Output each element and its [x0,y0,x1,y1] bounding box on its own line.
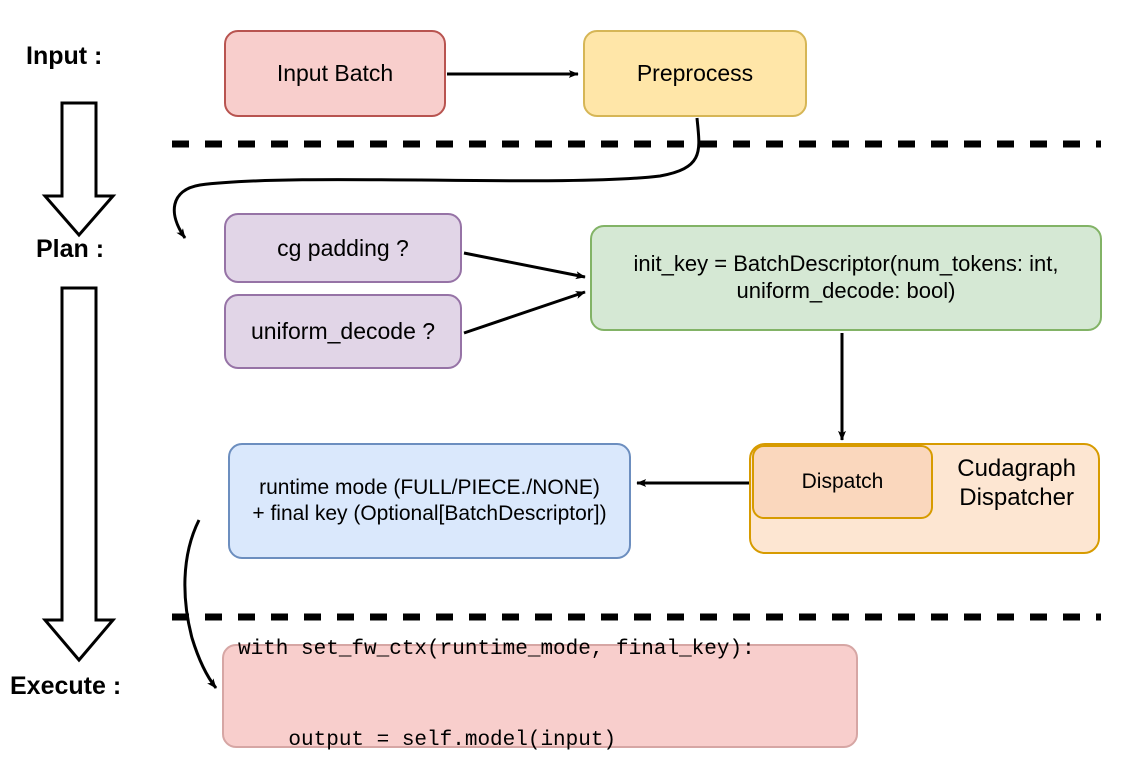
edge-cg-padding-to-init-key [463,251,586,280]
node-runtime-mode[interactable]: runtime mode (FULL/PIECE./NONE) + final … [228,443,631,559]
node-runtime-mode-line2: + final key (Optional[BatchDescriptor]) [252,502,607,525]
node-preprocess[interactable]: Preprocess [583,30,807,117]
node-exec-code-line2: output = self.model(input) [238,729,617,753]
node-exec-code-line1: with set_fw_ctx(runtime_mode, final_key)… [238,638,755,662]
node-input-batch-label: Input Batch [276,60,394,87]
node-cudagraph-dispatcher-line1: Cudagraph [957,455,1076,482]
node-input-batch[interactable]: Input Batch [224,30,446,117]
edge-runtime-mode-to-exec-code [183,519,218,689]
stage-label-execute: Execute : [10,672,122,700]
node-cudagraph-dispatcher-line2: Dispatcher [959,484,1074,512]
node-cg-padding-label: cg padding ? [277,234,409,261]
input-to-plan-arrow [41,101,117,238]
plan-to-execute-arrow [41,286,117,663]
stage-label-input: Input : [26,42,103,70]
node-cg-padding[interactable]: cg padding ? [224,213,462,283]
node-runtime-mode-line1: runtime mode (FULL/PIECE./NONE) [259,476,600,500]
stage-label-plan: Plan : [36,235,105,263]
edge-uniform-decode-to-init-key [463,290,586,335]
node-init-key-line1: init_key = BatchDescriptor(num_tokens: i… [633,251,1059,277]
node-preprocess-label: Preprocess [636,60,754,87]
node-dispatch-label: Dispatch [801,470,884,494]
node-init-key-line2: uniform_decode: bool) [736,278,956,303]
node-uniform-decode-label: uniform_decode ? [250,318,436,345]
node-exec-code[interactable]: with set_fw_ctx(runtime_mode, final_key)… [222,638,858,752]
node-init-key[interactable]: init_key = BatchDescriptor(num_tokens: i… [590,225,1102,331]
node-dispatch[interactable]: Dispatch [752,445,933,519]
node-uniform-decode[interactable]: uniform_decode ? [224,294,462,369]
